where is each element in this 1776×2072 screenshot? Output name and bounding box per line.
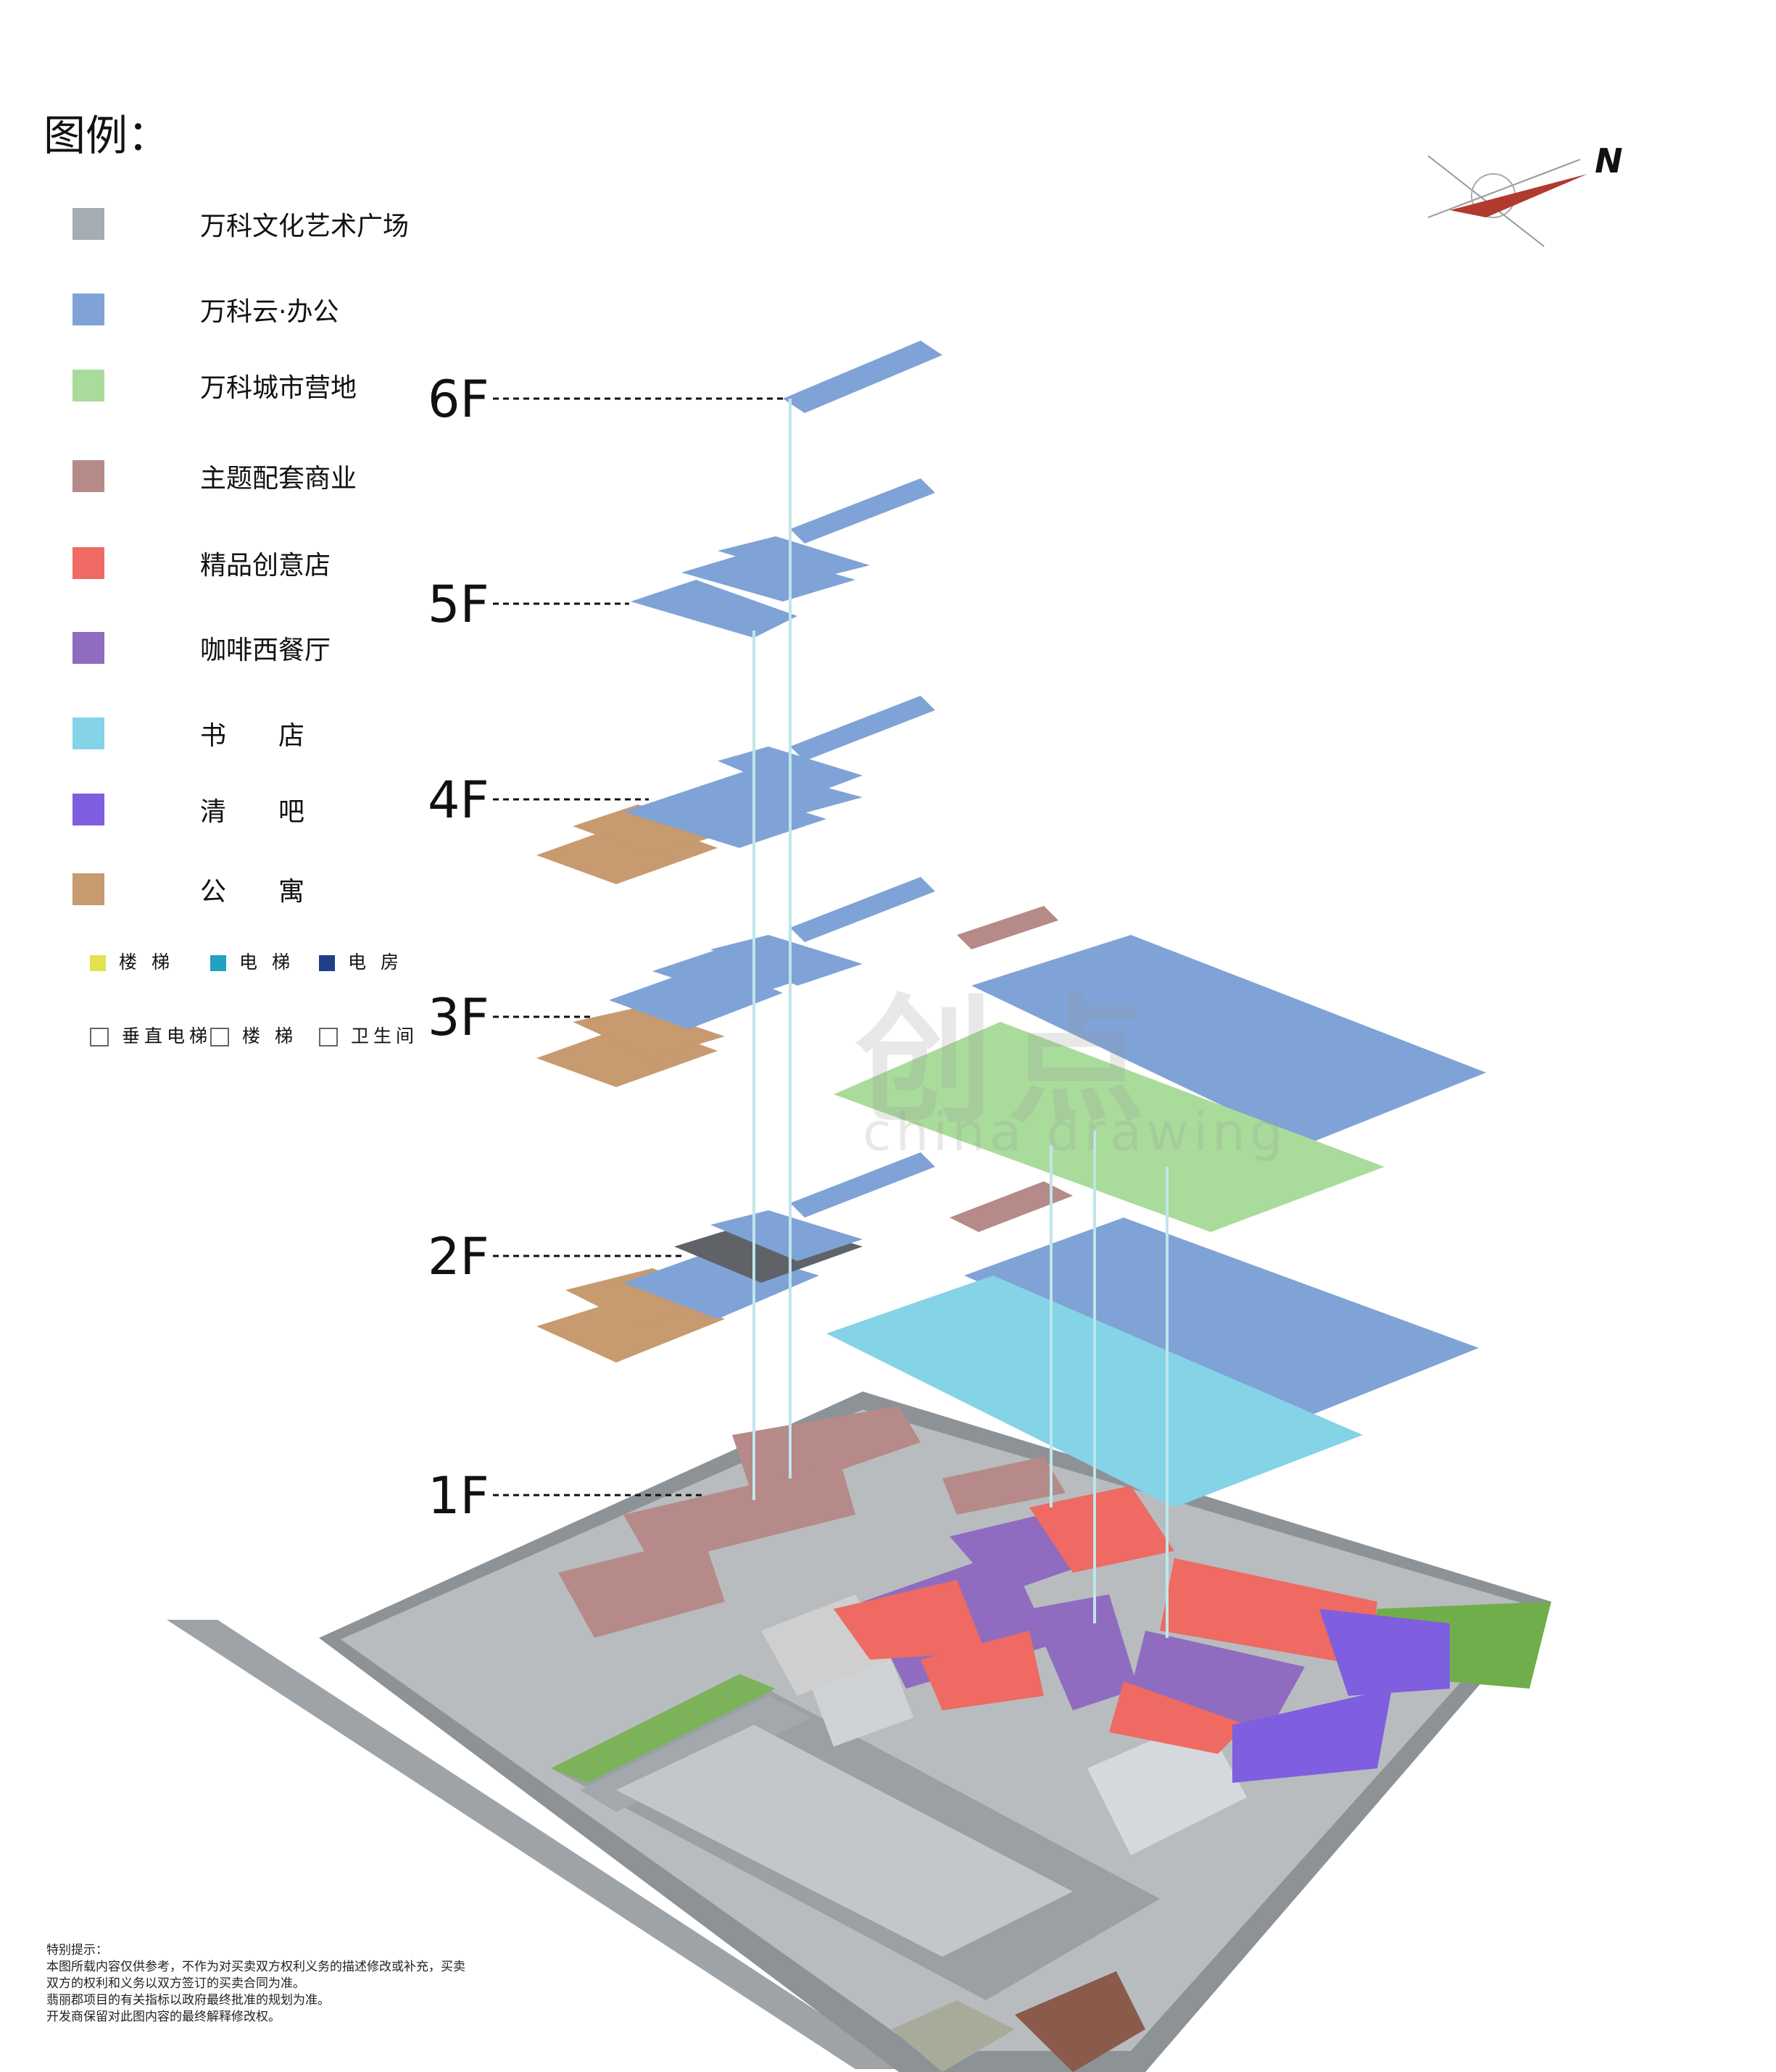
legend-label-theme-commerce: 主题配套商业 <box>200 464 357 494</box>
stair-core-icon <box>90 955 106 971</box>
legend-swatch-city-camp <box>72 370 104 401</box>
stair-symbol-icon <box>210 1028 229 1047</box>
legend-swatch-bar <box>72 794 104 825</box>
legend-label-boutique: 精品创意店 <box>200 551 331 581</box>
floor-3f-plan <box>536 877 1486 1232</box>
legend-swatch-cafe <box>72 632 104 664</box>
floor-label-2f: 2F <box>428 1227 489 1286</box>
legend-item-theme-commerce: 主题配套商业 <box>72 460 357 494</box>
legend-label-city-camp: 万科城市营地 <box>200 373 357 403</box>
compass <box>1427 155 1588 247</box>
legend-core-power-room: 电 房 <box>319 948 403 974</box>
compass-n-label: N <box>1595 141 1623 180</box>
floor-label-4f: 4F <box>428 770 489 830</box>
legend-item-cloud-office: 万科云·办公 <box>72 294 339 327</box>
floor-label-1f: 1F <box>428 1466 489 1526</box>
floor-leader-lines <box>493 397 783 1497</box>
floor-label-6f: 6F <box>428 370 489 429</box>
watermark-en: china drawing <box>863 1102 1287 1162</box>
legend-swatch-culture-plaza <box>72 208 104 240</box>
legend-swatch-bookstore <box>72 717 104 749</box>
legend-label-bar: 清 吧 <box>200 797 305 827</box>
legend-swatch-cloud-office <box>72 294 104 325</box>
legend-symbol-restroom: 卫生间 <box>319 1022 418 1048</box>
legend-label-apartment: 公 寓 <box>200 877 305 907</box>
floor-label-3f: 3F <box>428 988 489 1047</box>
legend-symbol-stair: 楼 梯 <box>210 1022 297 1048</box>
floor-label-5f: 5F <box>428 575 489 634</box>
legend-label-bookstore: 书 店 <box>200 721 305 751</box>
notice-line: 双方的权利和义务以双方签订的买卖合同为准。 <box>46 1976 305 1991</box>
legend-title: 图例： <box>43 111 170 160</box>
legend-swatch-theme-commerce <box>72 460 104 492</box>
notice-heading: 特别提示： <box>46 1943 108 1957</box>
disclaimer-notice: 特别提示： 本图所载内容仅供参考，不作为对买卖双方权利义务的描述修改或补充，买卖… <box>46 1942 465 2026</box>
notice-line: 本图所载内容仅供参考，不作为对买卖双方权利义务的描述修改或补充，买卖 <box>46 1960 465 1974</box>
notice-line: 翡丽郡项目的有关指标以政府最终批准的规划为准。 <box>46 1993 330 2007</box>
legend-item-bookstore: 书 店 <box>72 717 304 751</box>
legend-item-culture-plaza: 万科文化艺术广场 <box>72 208 409 241</box>
legend-item-apartment: 公 寓 <box>72 873 304 907</box>
elevator-core-icon <box>210 955 226 971</box>
legend-label-cloud-office: 万科云·办公 <box>200 297 339 327</box>
legend-core-elevator: 电 梯 <box>210 948 294 974</box>
floor-1f-plan <box>558 1406 1450 1783</box>
legend-label-culture-plaza: 万科文化艺术广场 <box>200 212 410 241</box>
floor-5f-plan <box>631 478 935 638</box>
ground-site <box>167 1391 1551 2072</box>
elevator-symbol-icon <box>90 1028 109 1047</box>
legend-item-bar: 清 吧 <box>72 794 304 827</box>
floor-4f-plan <box>536 696 935 884</box>
notice-line: 开发商保留对此图内容的最终解释修改权。 <box>46 2010 281 2024</box>
legend-swatch-boutique <box>72 547 104 579</box>
floor-6f-plan <box>783 341 942 413</box>
legend-label-cafe: 咖啡西餐厅 <box>200 636 331 665</box>
legend-item-boutique: 精品创意店 <box>72 547 331 581</box>
legend-core-stair: 楼 梯 <box>90 948 174 974</box>
restroom-symbol-icon <box>319 1028 338 1047</box>
legend-item-city-camp: 万科城市营地 <box>72 370 357 403</box>
legend-item-cafe: 咖啡西餐厅 <box>72 632 331 665</box>
legend-symbol-elevator: 垂直电梯 <box>90 1022 212 1048</box>
watermark-cn: 创点 <box>855 981 1161 1141</box>
elevator-shafts <box>752 399 1169 1638</box>
power-room-icon <box>319 955 335 971</box>
legend-swatch-apartment <box>72 873 104 905</box>
